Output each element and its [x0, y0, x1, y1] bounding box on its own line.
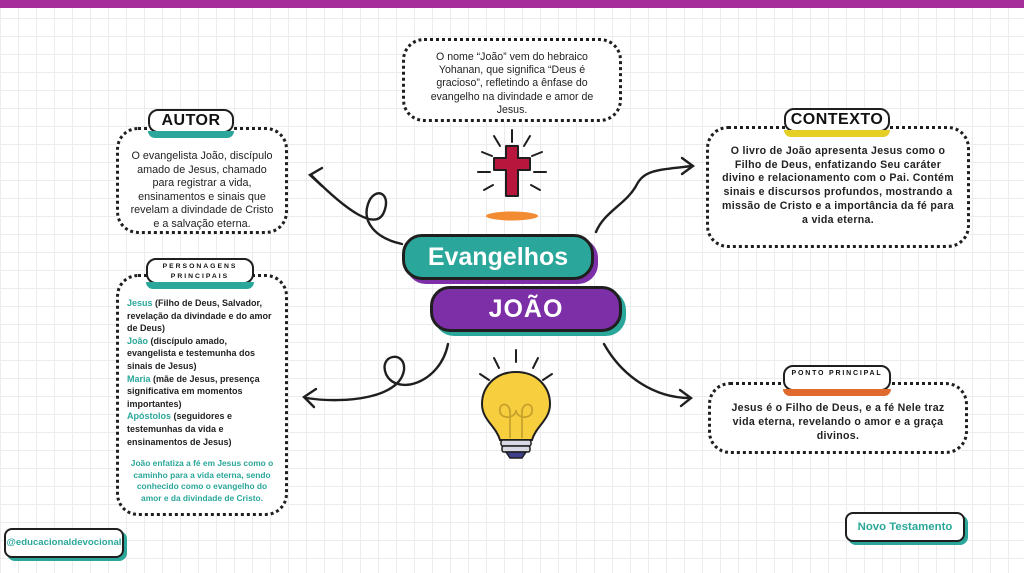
main-point-text: Jesus é o Filho de Deus, e a fé Nele tra… [731, 402, 945, 442]
cross-icon [477, 129, 547, 221]
character-item: Jesus (Filho de Deus, Salvador, revelaçã… [127, 297, 277, 335]
testament-badge: Novo Testamento [845, 512, 965, 542]
characters-box: Jesus (Filho de Deus, Salvador, revelaçã… [116, 274, 288, 516]
social-handle[interactable]: @educacionaldevocional [4, 528, 124, 558]
arrow-to-context-head [680, 156, 696, 176]
title-joao: JOÃO [430, 286, 622, 332]
context-text: O livro de João apresenta Jesus como o F… [722, 145, 954, 226]
arrow-to-author [310, 174, 404, 246]
arrow-to-context [594, 164, 694, 234]
character-description: (discípulo amado, evangelista e testemun… [127, 335, 256, 371]
author-label: AUTOR [148, 109, 234, 138]
character-item: Maria (mãe de Jesus, presença significat… [127, 373, 277, 411]
character-name: Apóstolos [127, 411, 171, 422]
arrow-to-characters-head [302, 387, 318, 409]
characters-label: PERSONAGENS PRINCIPAIS [146, 258, 254, 289]
character-item: Apóstolos (seguidores e testemunhas da v… [127, 410, 277, 448]
main-point-label: PONTO PRINCIPAL [783, 365, 891, 396]
arrow-to-author-head [307, 166, 324, 188]
character-name: João [127, 335, 149, 346]
top-bar [0, 0, 1024, 8]
arrow-to-main-point [602, 342, 692, 400]
author-box: O evangelista João, discípulo amado de J… [116, 127, 288, 234]
context-label: CONTEXTO [784, 108, 890, 137]
name-origin-box: O nome “João” vem do hebraico Yohanan, q… [402, 38, 622, 122]
title-evangelhos: Evangelhos [402, 234, 594, 280]
character-description: (seguidores e testemunhas da vida e ensi… [127, 411, 233, 447]
lightbulb-icon [479, 349, 553, 459]
character-name: Jesus [127, 298, 153, 308]
arrow-to-main-point-head [678, 388, 693, 408]
character-name: Maria [127, 373, 151, 384]
name-origin-text: O nome “João” vem do hebraico Yohanan, q… [430, 51, 594, 116]
characters-summary: João enfatiza a fé em Jesus como o camin… [130, 458, 274, 503]
context-box: O livro de João apresenta Jesus como o F… [706, 126, 970, 248]
character-description: (mãe de Jesus, presença significativa em… [127, 373, 260, 409]
author-text: O evangelista João, discípulo amado de J… [130, 150, 274, 230]
character-description: (Filho de Deus, Salvador, revelação da d… [127, 298, 272, 334]
character-item: João (discípulo amado, evangelista e tes… [127, 335, 277, 373]
arrow-to-characters [304, 342, 450, 402]
